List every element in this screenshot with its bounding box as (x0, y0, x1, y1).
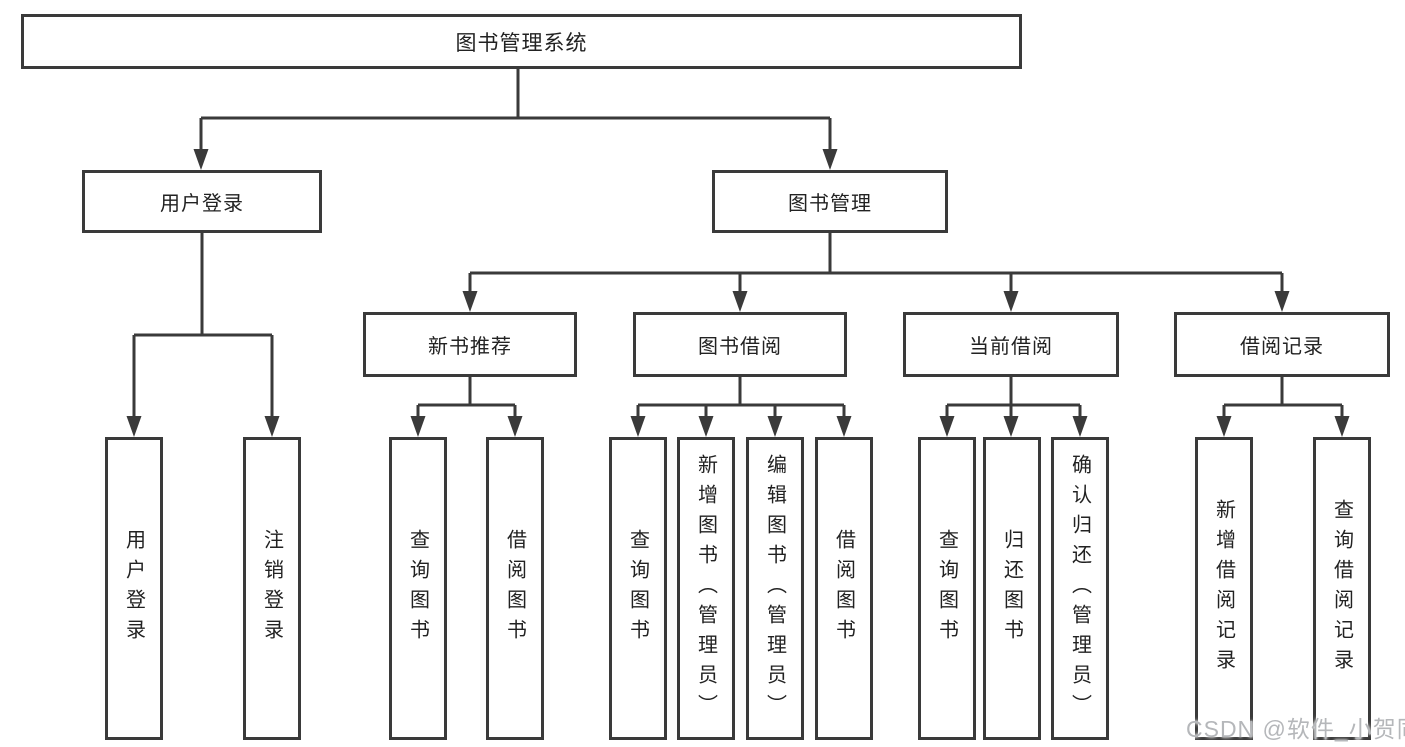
edge-user-login-arrowheads (126, 416, 280, 437)
node-library-management-system: 图书管理系统 (21, 14, 1022, 69)
leaf-logout: 注销登录 (243, 437, 301, 740)
edge-user-login-children (132, 233, 274, 420)
edge-borrowing-records-arrowheads (1216, 416, 1350, 437)
node-new-book-recommend: 新书推荐 (363, 312, 577, 377)
leaf-user-login: 用户登录 (105, 437, 163, 740)
edge-root-to-level2 (199, 69, 832, 152)
edge-borrowing-records-children (1222, 377, 1344, 420)
leaf-cb-return-books: 归还图书 (983, 437, 1041, 740)
edge-current-borrowing-arrowheads (939, 416, 1088, 437)
edge-current-borrowing-children (945, 377, 1082, 420)
edge-book-borrowing-children (636, 377, 846, 420)
leaf-br-query-record: 查询借阅记录 (1313, 437, 1371, 740)
leaf-bb-borrow-books: 借阅图书 (815, 437, 873, 740)
leaf-cb-query-books: 查询图书 (918, 437, 976, 740)
edge-book-borrowing-arrowheads (630, 416, 852, 437)
leaf-bb-add-books-admin: 新增图书（管理员） (677, 437, 735, 740)
leaf-cb-confirm-return-admin: 确认归还（管理员） (1051, 437, 1109, 740)
edge-new-book-recommend-arrowheads (410, 416, 523, 437)
node-user-login: 用户登录 (82, 170, 322, 233)
edge-book-management-arrowheads (462, 291, 1290, 312)
leaf-nbr-borrow-books: 借阅图书 (486, 437, 544, 740)
node-current-borrowing: 当前借阅 (903, 312, 1119, 377)
leaf-nbr-query-books: 查询图书 (389, 437, 447, 740)
leaf-br-add-record: 新增借阅记录 (1195, 437, 1253, 740)
node-book-borrowing: 图书借阅 (633, 312, 847, 377)
node-book-management: 图书管理 (712, 170, 948, 233)
node-borrowing-records: 借阅记录 (1174, 312, 1390, 377)
watermark: CSDN @软件_小贺同学 (1186, 716, 1405, 742)
edge-root-arrowheads (193, 149, 838, 170)
leaf-bb-query-books: 查询图书 (609, 437, 667, 740)
edge-book-management-children (468, 233, 1284, 295)
leaf-bb-edit-books-admin: 编辑图书（管理员） (746, 437, 804, 740)
edge-new-book-recommend-children (416, 377, 517, 420)
